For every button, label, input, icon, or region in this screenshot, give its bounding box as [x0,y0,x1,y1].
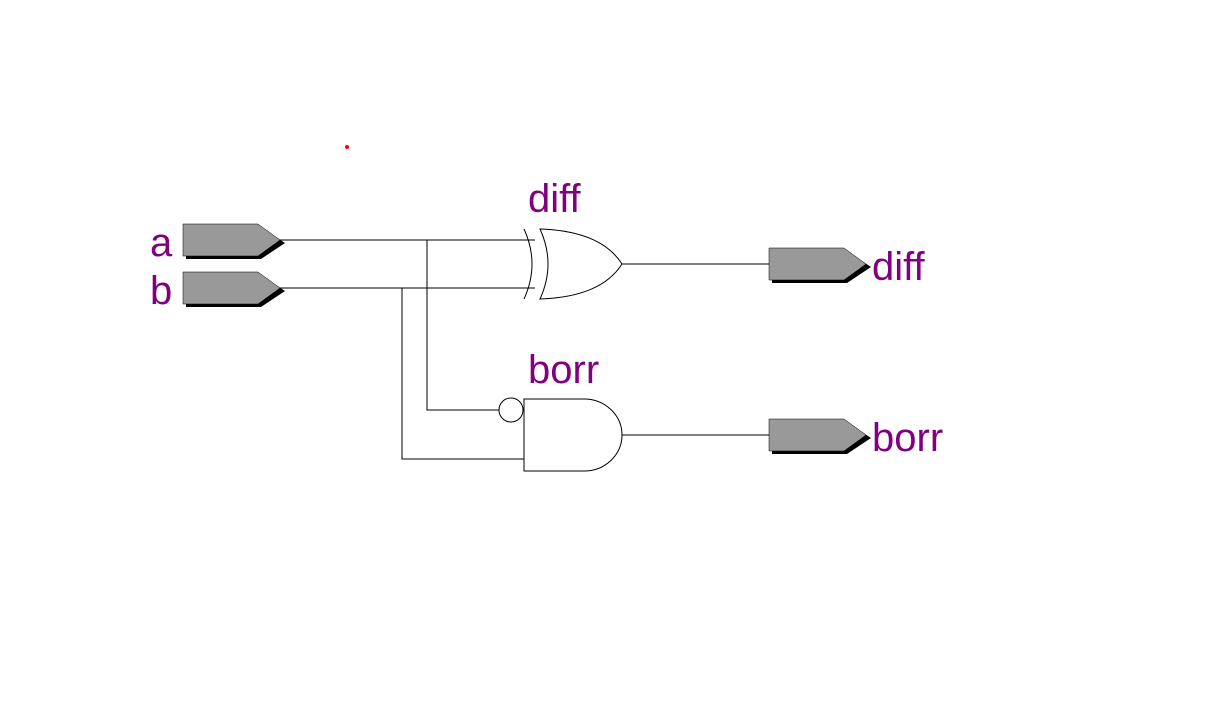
wires [280,239,769,460]
output-port-diff[interactable] [768,247,871,283]
and-gate-label: borr [528,348,599,392]
and-gate[interactable] [498,397,623,472]
output-port-borr[interactable] [768,418,871,454]
input-label-b: b [150,269,172,313]
inverter-bubble [498,397,524,423]
input-label-a: a [150,221,173,265]
output-label-borr: borr [872,416,943,460]
input-port-a[interactable] [182,223,285,259]
wire-a-to-and [426,240,499,411]
xor-gate[interactable] [523,228,623,300]
marker-dot [345,145,349,149]
xor-gate-label: diff [528,177,582,221]
input-port-b[interactable] [182,271,285,307]
wire-b-to-and [401,288,524,460]
output-label-diff: diff [872,245,926,289]
